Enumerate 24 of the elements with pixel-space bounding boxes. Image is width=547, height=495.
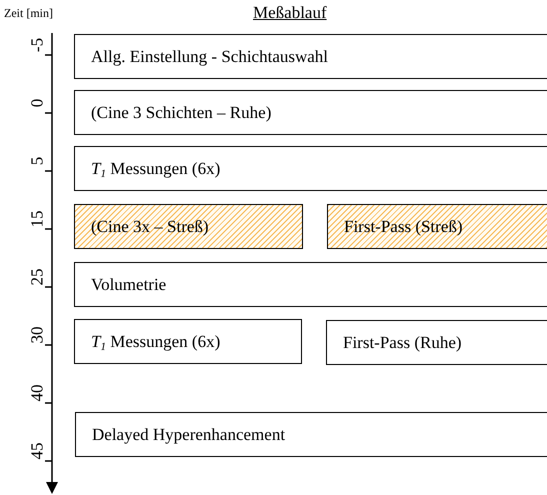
step-box [74,34,547,79]
step-text: Allg. Einstellung - Schichtauswahl [91,46,328,68]
tick-label: 30 [28,326,46,344]
tick-label: 40 [28,384,46,402]
step-text: First-Pass (Ruhe) [343,332,462,354]
step-box [75,412,547,457]
tick-label: -5 [28,38,46,52]
tick-label: 45 [28,442,46,460]
step-text: Volumetrie [91,274,166,296]
step-text: T$_{1}$ Messungen (6x) [91,158,220,180]
step-text: T$_{1}$ Messungen (6x) [91,330,220,352]
step-box [74,319,302,364]
tick-label: 0 [28,98,46,108]
tick-label: 5 [28,156,46,166]
step-box [74,262,547,307]
step-box [74,90,547,135]
step-box [326,320,547,365]
axis-label: Zeit [min] [4,6,53,21]
tick-label: 15 [28,210,46,228]
step-box [74,146,547,191]
step-text: Delayed Hyperenhancement [92,424,286,446]
tick-label: 25 [28,268,46,286]
diagram-title: Meßablauf [253,2,327,24]
step-text: (Cine 3 Schichten – Ruhe) [91,102,272,124]
